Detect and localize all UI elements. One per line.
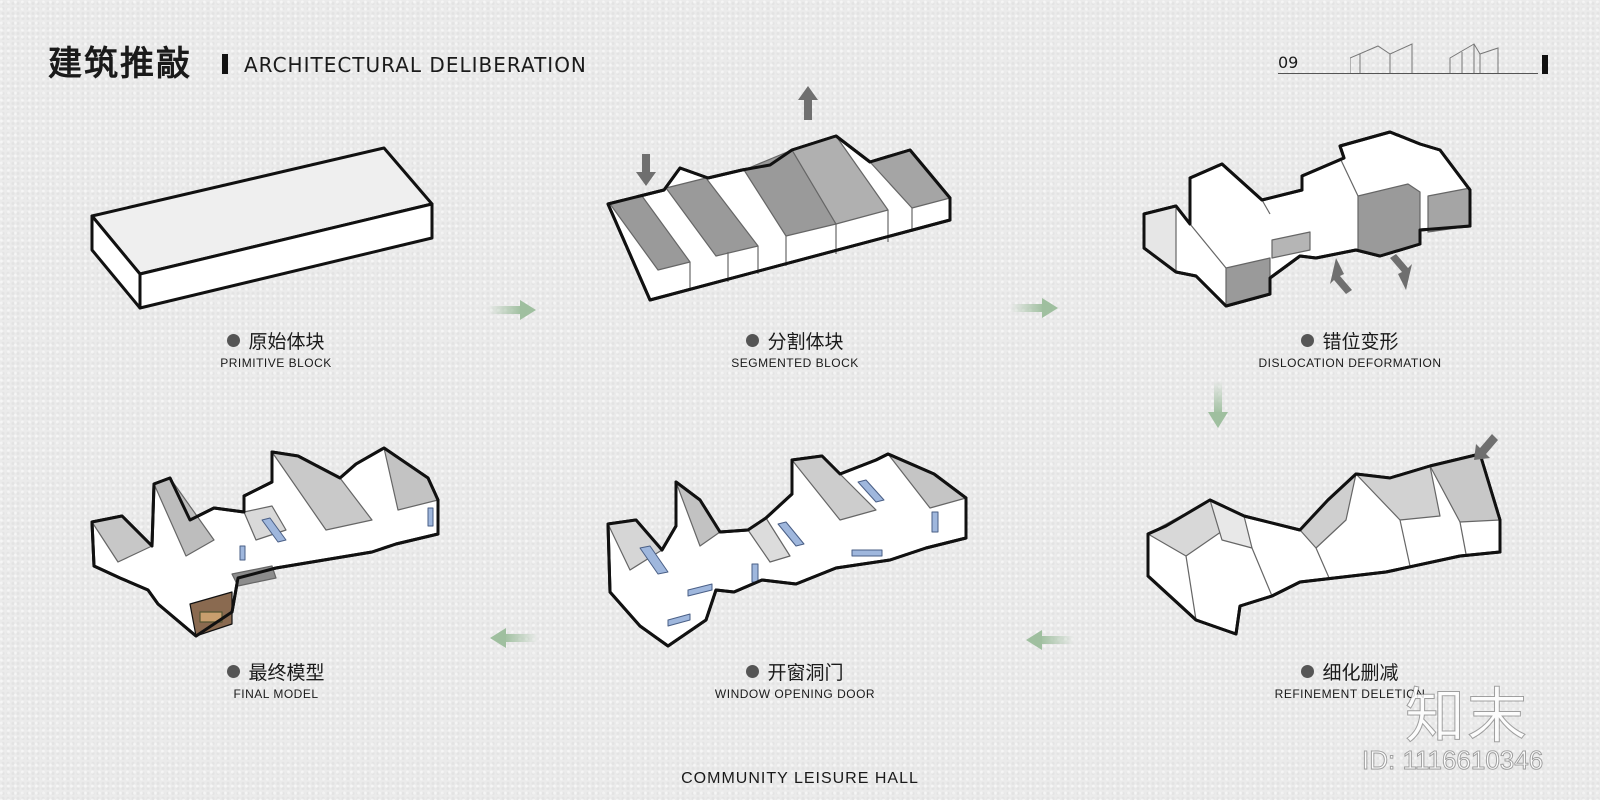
step-label-dislocation: 错位变形 DISLOCATION DEFORMATION: [1258, 331, 1442, 370]
flow-arrow-5-to-6-icon: [490, 628, 538, 648]
bullet-dot-icon: [1301, 665, 1315, 678]
primitive-block-model: [90, 146, 434, 310]
flow-arrow-4-to-5-icon: [1026, 630, 1074, 650]
footer-caption: COMMUNITY LEISURE HALL: [681, 770, 919, 787]
bullet-dot-icon: [227, 665, 241, 678]
watermark-logo: 知末: [1405, 682, 1529, 753]
page-number: 09: [1278, 53, 1299, 72]
refinement-model: [1146, 452, 1502, 636]
bullet-dot-icon: [746, 334, 760, 347]
step-label-segmented: 分割体块 SEGMENTED BLOCK: [731, 331, 859, 370]
step-label-final-model: 最终模型 FINAL MODEL: [126, 658, 426, 701]
page-title-en: ARCHITECTURAL DELIBERATION: [244, 53, 587, 77]
step-label-primitive: 原始体块 PRIMITIVE BLOCK: [220, 331, 332, 370]
flow-arrow-3-to-4-icon: [1208, 380, 1228, 428]
page-number-rule: [1278, 73, 1538, 74]
dislocation-model: [1142, 130, 1472, 308]
final-model: [90, 446, 440, 638]
step-label-refinement: 细化删减 REFINEMENT DELETION: [1274, 662, 1426, 701]
window-opening-model: [606, 452, 968, 648]
step-label-window-opening: 开窗洞门 WINDOW OPENING DOOR: [714, 662, 876, 701]
bullet-dot-icon: [227, 334, 241, 347]
segment-arrow-up-icon: [798, 86, 818, 120]
watermark-id: ID: 1116610346: [1361, 745, 1544, 776]
header-building-sketch-icon: [1350, 43, 1499, 73]
bullet-dot-icon: [1301, 334, 1315, 347]
segment-arrow-down-icon: [636, 154, 656, 186]
dislocation-arrow-right-icon: [1390, 254, 1412, 290]
refinement-arrow-icon: [1474, 434, 1498, 460]
dislocation-arrow-left-icon: [1330, 258, 1352, 294]
page-title-cn: 建筑推敲: [48, 44, 192, 84]
page-number-mark: [1542, 55, 1548, 74]
title-divider-bar: [222, 54, 228, 74]
flow-arrow-1-to-2-icon: [488, 300, 536, 320]
segmented-block-model: [606, 134, 952, 302]
flow-arrow-2-to-3-icon: [1010, 298, 1058, 318]
bullet-dot-icon: [746, 665, 760, 678]
